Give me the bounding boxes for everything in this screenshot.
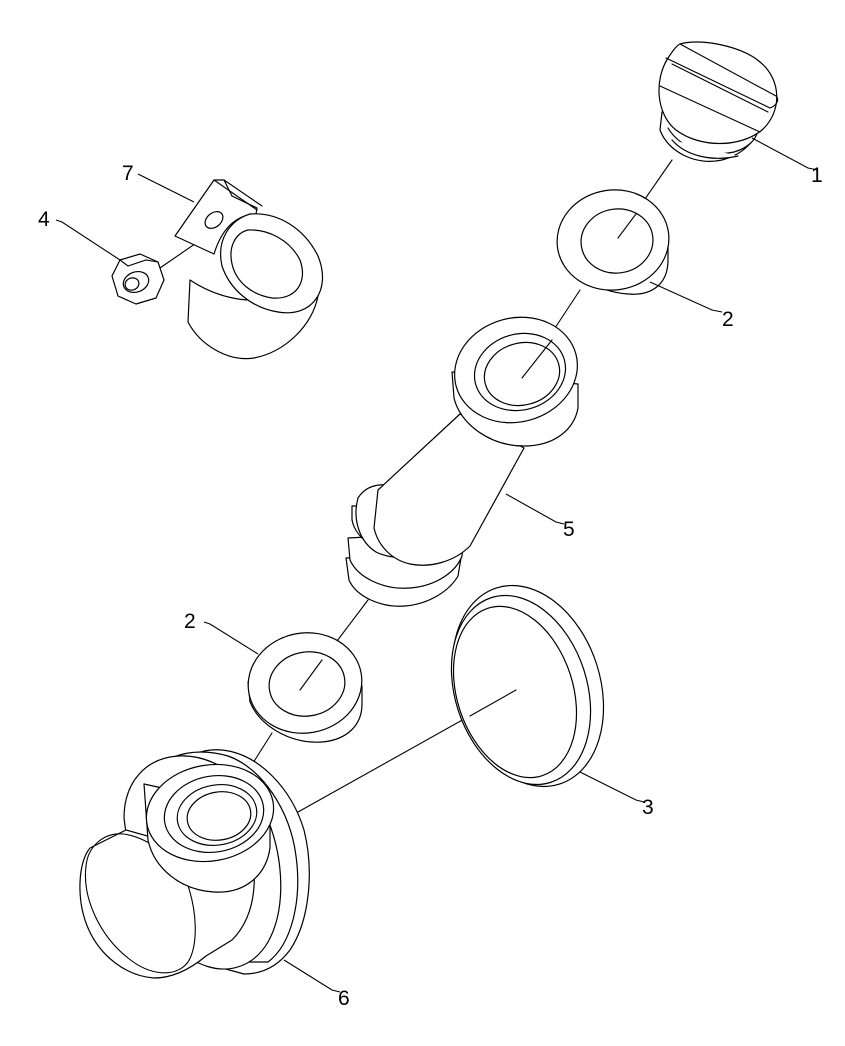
leader-6	[283, 959, 341, 993]
callout-2-lower: 2	[184, 610, 196, 633]
part-2-washer-lower	[247, 632, 363, 743]
part-7-clamp	[174, 179, 323, 360]
leader-lines	[55, 137, 819, 993]
callout-4: 4	[38, 208, 50, 231]
part-1-cap-screw	[658, 41, 779, 162]
leader-5	[505, 493, 565, 525]
callout-2-upper: 2	[722, 308, 734, 331]
part-2-washer-upper	[556, 189, 670, 295]
leader-2-upper	[649, 281, 723, 313]
part-5-tube	[345, 316, 579, 607]
leader-3	[579, 771, 645, 803]
part-6-tee-body	[79, 749, 310, 979]
callout-7: 7	[122, 162, 134, 185]
leader-4	[55, 219, 121, 261]
callout-6: 6	[338, 987, 350, 1010]
leader-1	[751, 137, 819, 171]
leader-7	[137, 173, 195, 203]
callout-labels: 1 2 3 4 5 6 2 7	[38, 162, 823, 1010]
leader-2-lower	[203, 621, 259, 655]
part-3-o-ring	[450, 584, 605, 788]
part-4-hex-nut	[111, 253, 165, 305]
callout-5: 5	[563, 518, 575, 541]
callout-3: 3	[642, 796, 654, 819]
callout-1: 1	[811, 164, 823, 187]
bolt-hole	[204, 211, 224, 229]
